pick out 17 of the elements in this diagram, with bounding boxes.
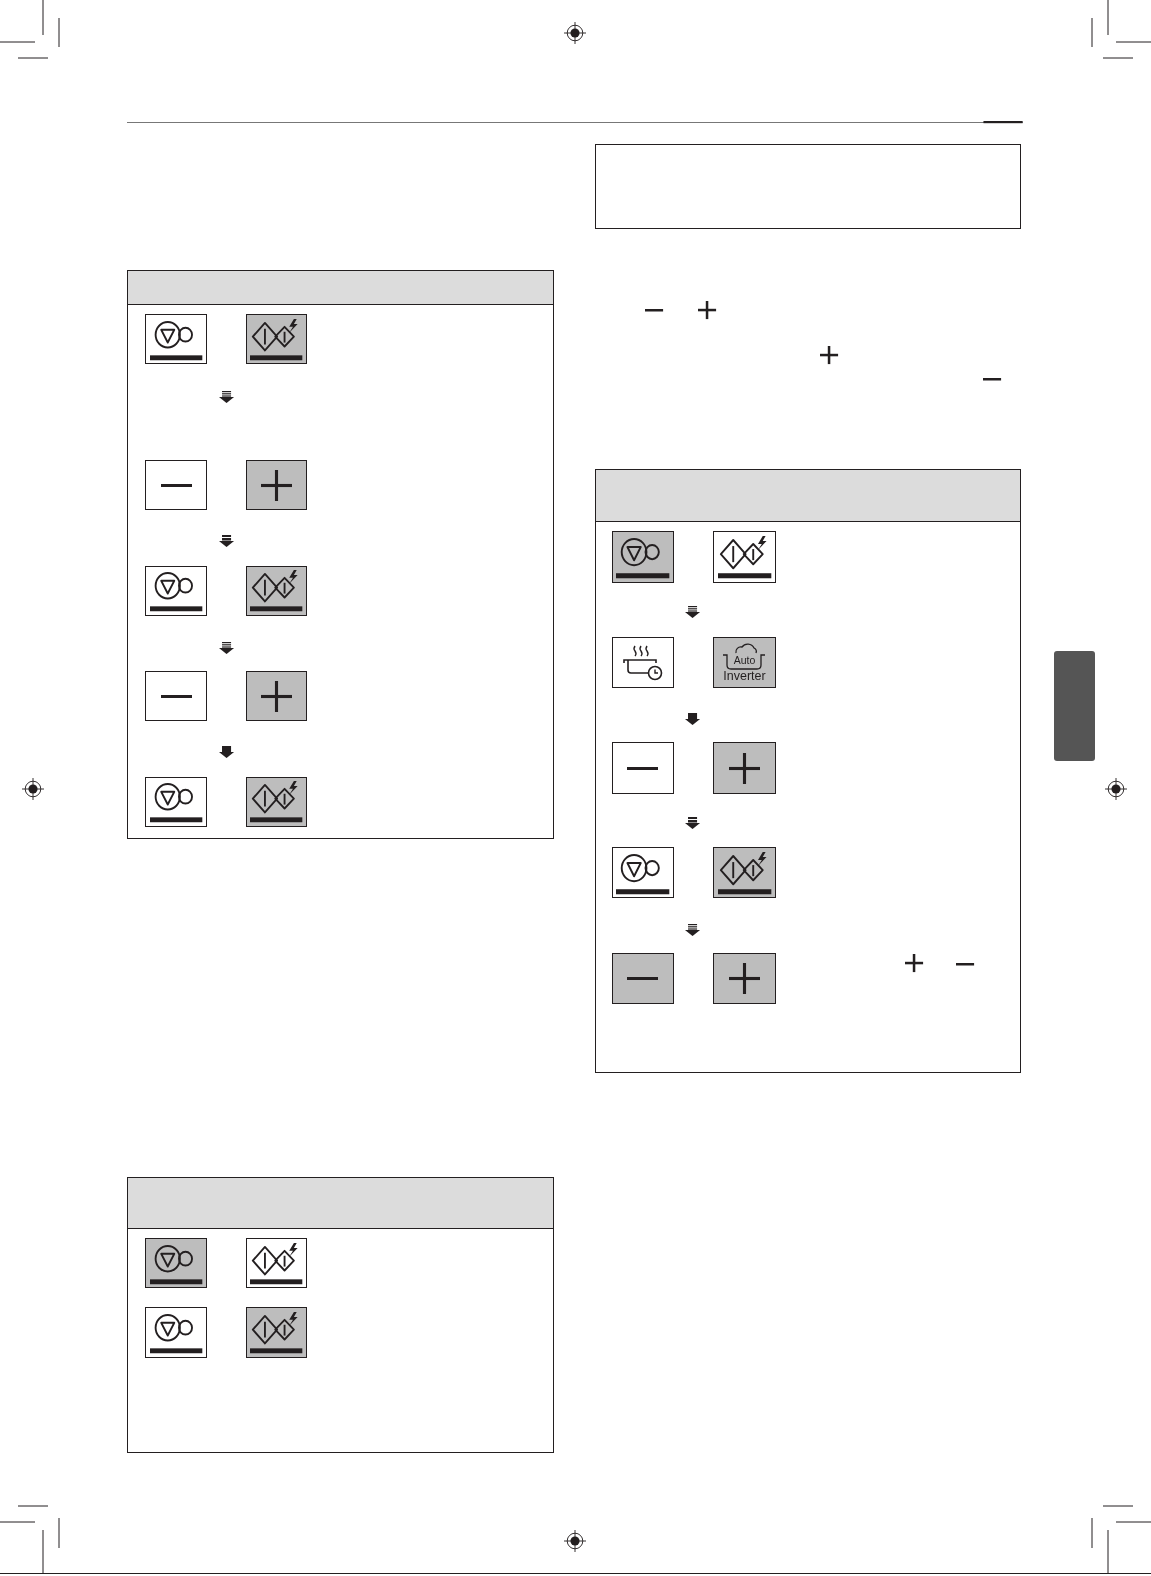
- keypad-button: [611, 636, 675, 689]
- keypad-button: [611, 742, 675, 794]
- keypad-button: [611, 952, 675, 1004]
- note-box: [595, 143, 1022, 230]
- instruction-panel: [126, 270, 554, 840]
- keypad-button: [713, 952, 776, 1004]
- key-label: Inverter: [723, 668, 766, 684]
- section-tab: [1054, 651, 1095, 761]
- keypad-button: [145, 460, 207, 511]
- keypad-button: [713, 742, 776, 794]
- keypad-button: [713, 636, 776, 689]
- key-label: Auto: [733, 653, 756, 666]
- keypad-button: [145, 671, 207, 722]
- instruction-panel: [126, 1177, 554, 1453]
- keypad-button: [245, 460, 308, 511]
- instruction-panel: [595, 469, 1022, 1073]
- keypad-button: [245, 671, 308, 722]
